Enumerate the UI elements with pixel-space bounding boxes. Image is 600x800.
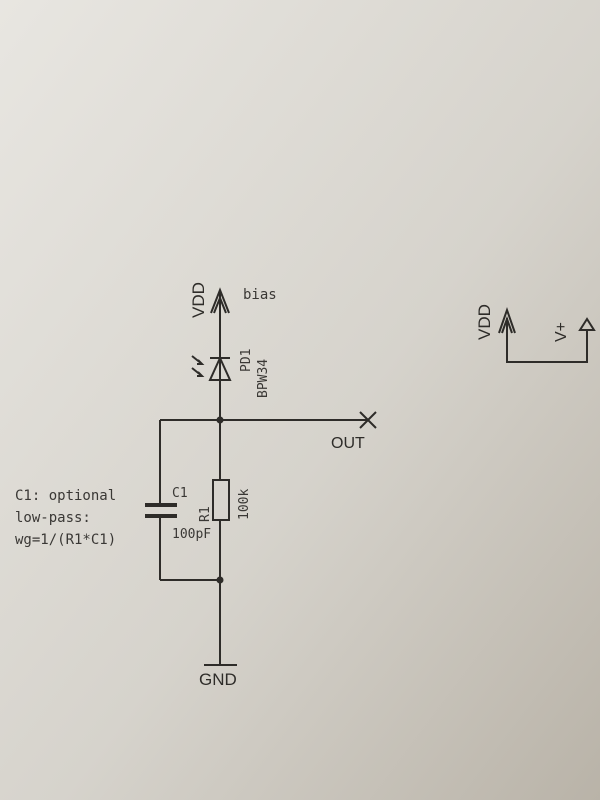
res-value: 100k <box>237 489 252 520</box>
cap-ref: C1 <box>172 486 188 501</box>
note-line: low-pass: <box>15 510 91 526</box>
diode-ref: PD1 <box>239 349 254 372</box>
junction-dot <box>216 576 224 584</box>
out-label: OUT <box>331 435 365 452</box>
cap-value: 100pF <box>172 527 211 542</box>
junction-dot <box>216 416 224 424</box>
gnd-label: GND <box>199 670 237 689</box>
res-ref: R1 <box>198 506 213 522</box>
note-line: C1: optional <box>15 488 116 504</box>
vdd-supply-icon <box>210 287 230 314</box>
photodiode-icon <box>191 355 232 381</box>
vplus-supply-icon <box>578 317 596 331</box>
diode-value: BPW34 <box>256 359 271 398</box>
capacitor-icon <box>145 503 177 518</box>
note-line: wg=1/(R1*C1) <box>15 532 116 548</box>
legend-wire <box>506 318 588 363</box>
bias-label: bias <box>243 287 277 303</box>
legend-vdd-label: VDD <box>475 304 494 340</box>
main-wires <box>159 292 368 665</box>
legend-vplus-label: V+ <box>553 322 570 342</box>
vdd-label: VDD <box>189 282 208 318</box>
no-connect-x-icon <box>359 411 377 429</box>
resistor-icon <box>212 479 230 521</box>
